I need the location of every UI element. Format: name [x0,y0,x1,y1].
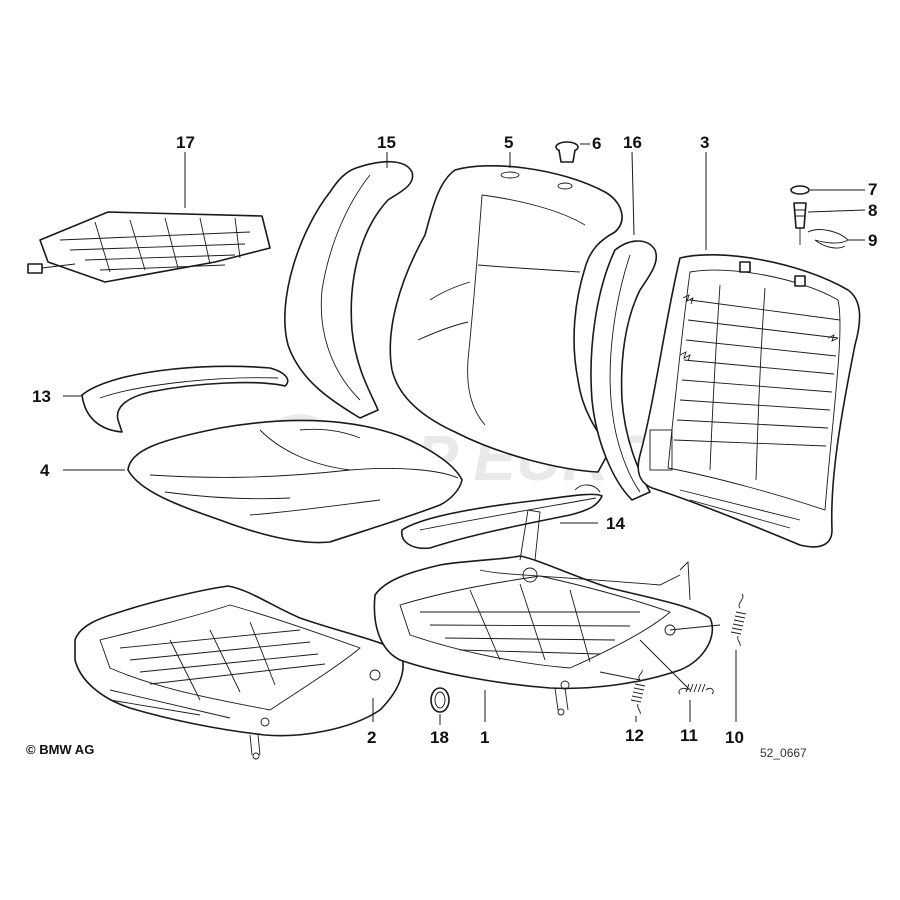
callout-6: 6 [592,134,601,153]
part-12-spring [630,669,646,715]
callout-5: 5 [504,133,513,152]
callout-10: 10 [725,728,744,747]
callout-15: 15 [377,133,396,152]
callout-2: 2 [367,728,376,747]
part-14-side-trim [401,484,603,550]
callout-9: 9 [868,231,877,250]
part-7-cap [790,185,810,195]
callout-7: 7 [868,180,877,199]
callout-8: 8 [868,201,877,220]
part-9-clip [807,229,849,249]
drawing-code: 52_0667 [760,746,807,760]
part-16-side-trim [590,240,658,501]
callout-12: 12 [625,726,644,745]
part-15-side-bolster [284,160,414,419]
part-6-headrest-guide [555,141,579,163]
part-2-seat-frame [74,585,404,760]
callout-14: 14 [606,514,625,533]
callout-17: 17 [176,133,195,152]
part-1-seat-frame [373,509,714,716]
part-18-ring [430,687,450,713]
part-13-cushion-trim [81,365,289,433]
callout-3: 3 [700,133,709,152]
copyright-label: © BMW AG [26,742,95,757]
leader-lines [63,143,866,725]
part-17-heating-mat [27,211,271,283]
part-3-backrest-frame [637,253,861,548]
part-4-seat-cushion [127,419,463,544]
part-callouts: 17 15 5 6 16 3 7 8 9 13 4 14 2 18 1 12 1… [32,133,877,747]
callout-1: 1 [480,728,489,747]
callout-18: 18 [430,728,449,747]
callout-11: 11 [680,726,698,745]
callout-13: 13 [32,387,51,406]
part-10-spring [730,593,747,647]
callout-16: 16 [623,133,642,152]
part-8-bushing [793,202,807,245]
callout-4: 4 [40,461,50,480]
part-11-spring [678,683,714,695]
